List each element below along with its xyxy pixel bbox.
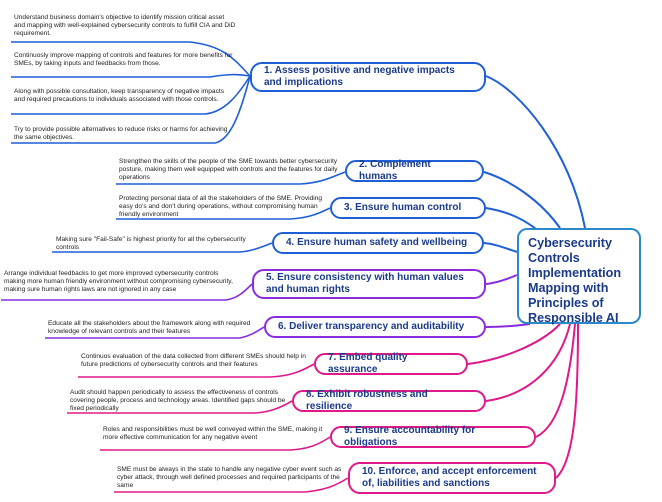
root-topic[interactable]: Cybersecurity Controls Implementation Ma… (517, 228, 641, 325)
connector-root-b7 (467, 323, 561, 365)
topic-7[interactable]: 7. Embed quality assurance (314, 352, 468, 375)
topic-9[interactable]: 9. Ensure accountability for obligations (330, 425, 536, 448)
note-1-3: Along with possible consultation, keep t… (14, 88, 225, 103)
note-10: SME must be always in the state to handl… (117, 466, 342, 489)
topic-3-label: 3. Ensure human control (344, 202, 462, 213)
note-underline-1-4 (11, 75, 251, 144)
note-underline-8 (67, 400, 293, 414)
connector-root-b10 (555, 323, 579, 479)
note-1-1: Understand business domain's objective t… (14, 14, 236, 37)
note-7: Continuos evaluation of the data collect… (81, 353, 306, 368)
topic-1[interactable]: 1. Assess positive and negative impacts … (250, 62, 486, 92)
connector-root-b6 (485, 323, 531, 328)
topic-3[interactable]: 3. Ensure human control (330, 197, 486, 219)
note-underline-1-1 (11, 41, 251, 77)
topic-6-label: 6. Deliver transparency and auditability (278, 321, 465, 332)
connector-root-b4 (483, 242, 518, 253)
note-underline-2 (116, 171, 346, 185)
note-3: Protecting personal data of all the stak… (119, 195, 323, 218)
topic-4[interactable]: 4. Ensure human safety and wellbeing (272, 232, 484, 254)
note-underline-6 (45, 326, 265, 339)
topic-8-label: 8. Exhibit robustness and resilience (306, 389, 428, 412)
note-underline-4 (52, 242, 273, 253)
connector-root-b9 (535, 323, 576, 438)
note-underline-3 (116, 207, 331, 220)
note-5: Arrange individual feedbacks to get more… (4, 270, 233, 293)
note-6: Educate all the stakeholders about the f… (48, 320, 251, 335)
connector-root-b5 (485, 274, 518, 285)
note-8: Audit should happen periodically to asse… (70, 389, 286, 412)
note-underline-5 (1, 283, 253, 301)
topic-7-label: 7. Embed quality assurance (328, 352, 408, 375)
note-underline-1-2 (11, 73, 251, 78)
note-1-4: Try to provide possible alternatives to … (14, 126, 228, 141)
note-underline-10 (114, 477, 349, 493)
topic-2-label: 2. Complement humans (359, 159, 431, 182)
topic-10[interactable]: 10. Enforce, and accept enforcement of, … (348, 462, 556, 494)
note-underline-1-3 (11, 75, 251, 115)
note-9: Roles and responsibilities must be well … (103, 426, 323, 441)
topic-10-label: 10. Enforce, and accept enforcement of, … (362, 466, 537, 489)
note-underline-9 (100, 436, 331, 451)
connector-root-b8 (485, 323, 571, 402)
topic-1-label: 1. Assess positive and negative impacts … (264, 65, 455, 88)
topic-4-label: 4. Ensure human safety and wellbeing (286, 237, 468, 248)
topic-5-label: 5. Ensure consistency with human values … (266, 272, 464, 295)
note-underline-7 (78, 363, 315, 378)
connector-root-b1 (485, 75, 586, 229)
topic-6[interactable]: 6. Deliver transparency and auditability (264, 316, 486, 338)
note-1-2: Continuosly improve mapping of controls … (14, 52, 233, 67)
topic-5[interactable]: 5. Ensure consistency with human values … (252, 269, 486, 299)
topic-8[interactable]: 8. Exhibit robustness and resilience (292, 389, 486, 412)
root-title: Cybersecurity Controls Implementation Ma… (528, 236, 622, 325)
connector-root-b2 (483, 171, 561, 229)
note-4: Making sure "Fail-Safe" is highest prior… (56, 236, 246, 251)
note-2: Strengthen the skills of the people of t… (119, 158, 338, 181)
topic-9-label: 9. Ensure accountability for obligations (344, 425, 476, 448)
topic-2[interactable]: 2. Complement humans (345, 159, 484, 182)
